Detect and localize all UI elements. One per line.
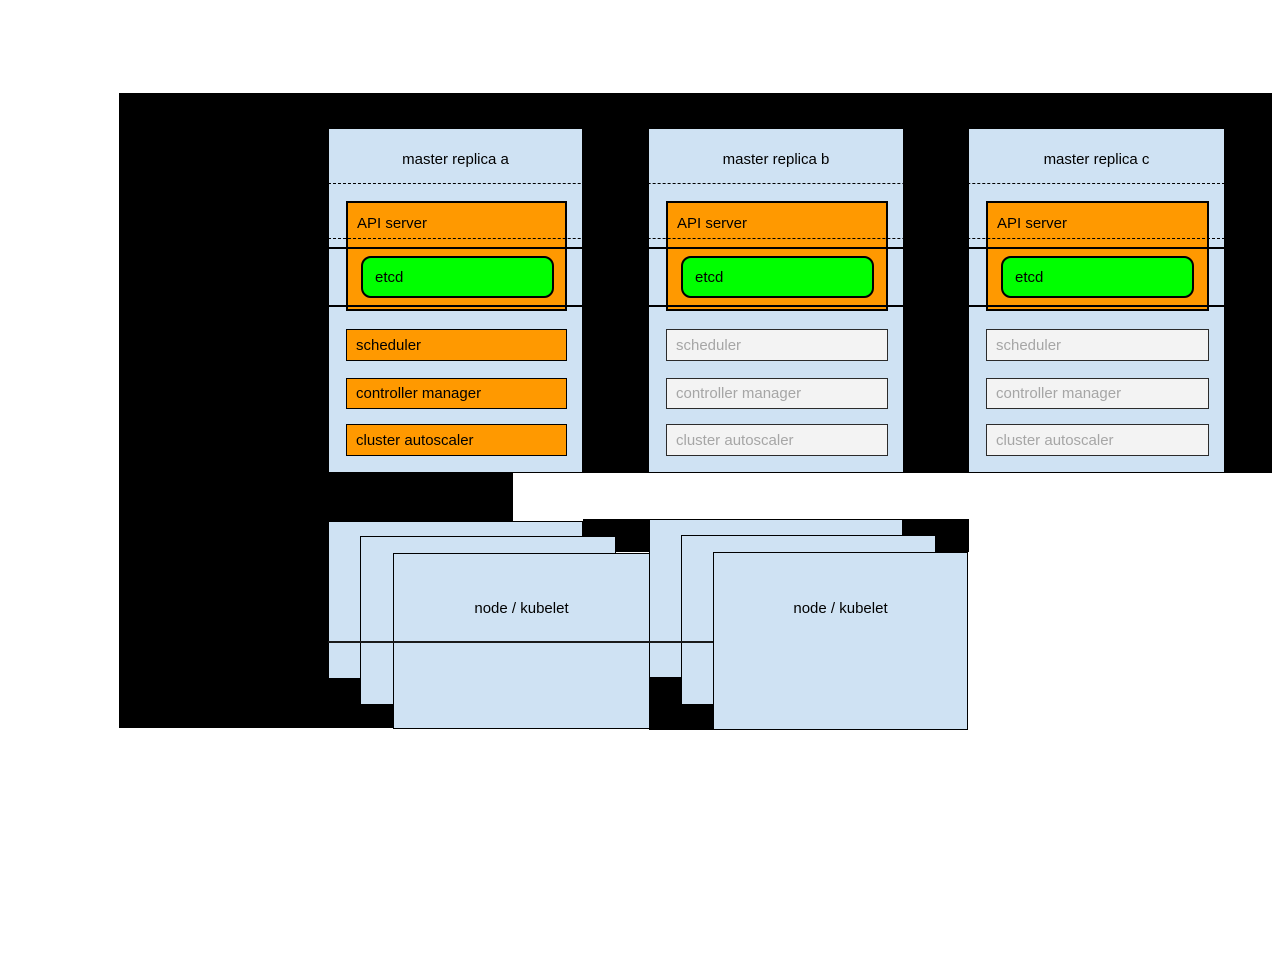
node-title: node / kubelet bbox=[474, 600, 569, 617]
separator-dashed-top bbox=[328, 183, 1225, 184]
cluster-autoscaler-label: cluster autoscaler bbox=[676, 431, 794, 449]
cluster-autoscaler-box: cluster autoscaler bbox=[986, 424, 1209, 456]
node-title: node / kubelet bbox=[793, 600, 888, 617]
cluster-autoscaler-label: cluster autoscaler bbox=[996, 431, 1114, 449]
separator-line-upper bbox=[328, 247, 1225, 249]
node-divider-line bbox=[328, 641, 713, 643]
etcd-label: etcd bbox=[1015, 268, 1044, 286]
cluster-autoscaler-label: cluster autoscaler bbox=[356, 431, 474, 449]
controller-manager-label: controller manager bbox=[676, 385, 802, 402]
node-box-right: node / kubelet bbox=[713, 552, 968, 730]
separator-dashed-middle bbox=[328, 238, 1225, 239]
scheduler-label: scheduler bbox=[356, 336, 422, 354]
scheduler-box: scheduler bbox=[986, 329, 1209, 361]
cluster-autoscaler-box: cluster autoscaler bbox=[666, 424, 888, 456]
master-replica-b: master replica b API server etcd schedul… bbox=[648, 128, 904, 473]
scheduler-box: scheduler bbox=[346, 329, 567, 361]
scheduler-label: scheduler bbox=[996, 336, 1062, 354]
etcd-box: etcd bbox=[1001, 256, 1194, 298]
api-server-label: API server bbox=[357, 215, 428, 232]
api-server-label: API server bbox=[677, 215, 748, 232]
master-replica-a: master replica a API server etcd schedul… bbox=[328, 128, 583, 473]
etcd-box: etcd bbox=[361, 256, 554, 298]
scheduler-box: scheduler bbox=[666, 329, 888, 361]
api-server-label: API server bbox=[997, 215, 1068, 232]
separator-line-lower bbox=[328, 305, 1225, 307]
controller-manager-label: controller manager bbox=[996, 385, 1122, 402]
controller-manager-label: controller manager bbox=[356, 385, 482, 402]
scheduler-label: scheduler bbox=[676, 336, 742, 354]
etcd-box: etcd bbox=[681, 256, 874, 298]
controller-manager-box: controller manager bbox=[666, 378, 888, 409]
master-c-title: master replica c bbox=[1043, 151, 1150, 168]
etcd-label: etcd bbox=[375, 268, 404, 286]
controller-manager-box: controller manager bbox=[346, 378, 567, 409]
etcd-label: etcd bbox=[695, 268, 724, 286]
master-a-title: master replica a bbox=[402, 151, 509, 168]
master-b-title: master replica b bbox=[722, 151, 830, 168]
cluster-autoscaler-box: cluster autoscaler bbox=[346, 424, 567, 456]
controller-manager-box: controller manager bbox=[986, 378, 1209, 409]
master-replica-c: master replica c API server etcd schedul… bbox=[968, 128, 1225, 473]
